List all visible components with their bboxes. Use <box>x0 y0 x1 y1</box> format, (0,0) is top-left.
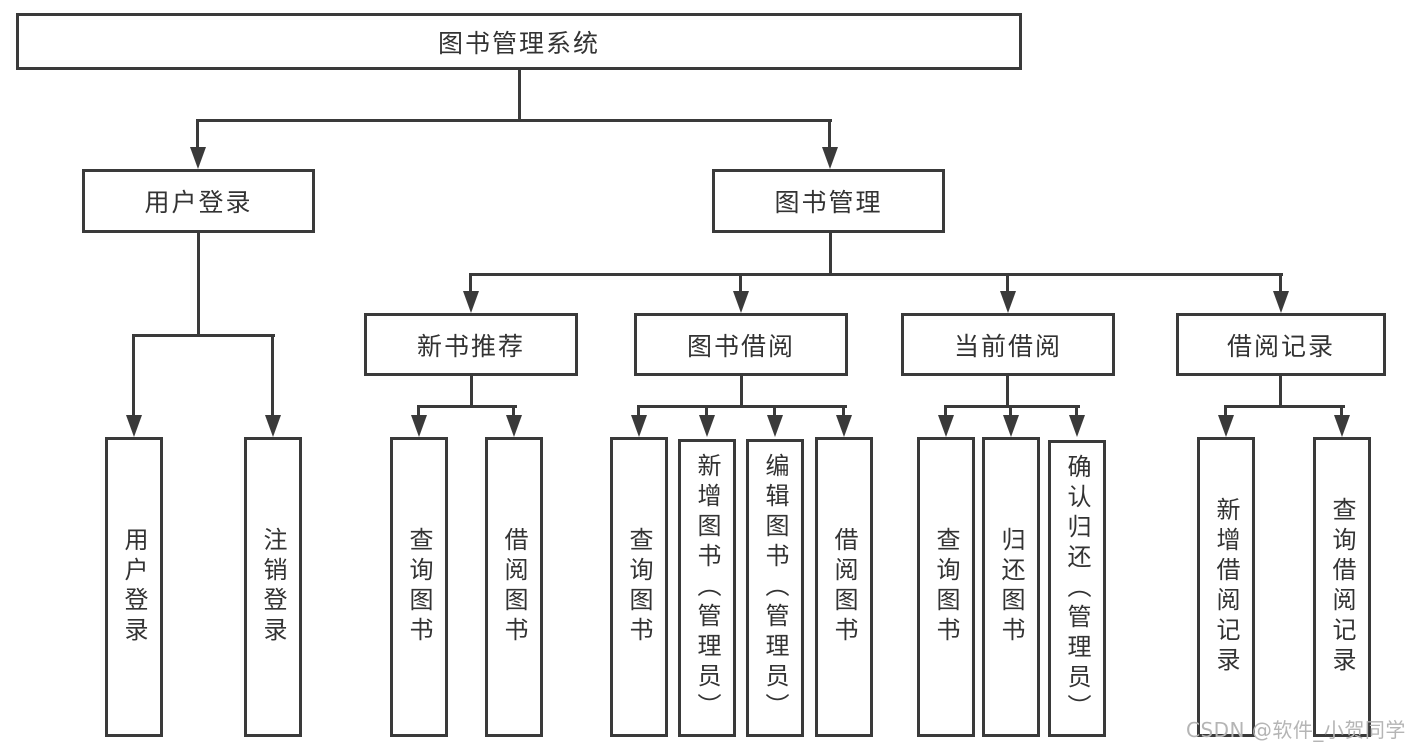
leaf-bb-edit-book-admin: 编辑图书（管理员） <box>746 439 804 737</box>
leaf-bb-borrow-book: 借阅图书 <box>815 437 873 737</box>
node-current-borrowing-label: 当前借阅 <box>953 331 1062 361</box>
arrow-to-nbr-query-book <box>411 405 427 437</box>
connector-bb-drop <box>740 376 743 407</box>
node-user-login-label: 用户登录 <box>144 188 253 217</box>
arrow-to-leaf-user-login <box>126 334 142 437</box>
leaf-br-query-record: 查询借阅记录 <box>1313 437 1371 737</box>
node-new-book-recommendation: 新书推荐 <box>364 313 578 376</box>
leaf-nbr-borrow-book: 借阅图书 <box>485 437 543 737</box>
leaf-logout: 注销登录 <box>244 437 302 737</box>
leaf-bb-query-book-label: 查询图书 <box>625 527 653 647</box>
arrow-to-borrowing-records <box>1273 273 1289 313</box>
connector-user-login-bus <box>132 334 275 337</box>
arrow-to-nbr-borrow-book <box>506 405 522 437</box>
node-borrowing-records: 借阅记录 <box>1176 313 1386 376</box>
connector-br-drop <box>1279 376 1282 407</box>
leaf-cb-confirm-return-admin: 确认归还（管理员） <box>1048 440 1106 737</box>
connector-root-drop <box>518 70 521 119</box>
arrow-to-book-borrowing <box>733 273 749 313</box>
arrow-to-cb-confirm-return <box>1069 405 1085 437</box>
arrow-to-bb-edit-book <box>767 405 783 437</box>
leaf-br-query-record-label: 查询借阅记录 <box>1328 497 1356 677</box>
leaf-cb-query-book: 查询图书 <box>917 437 975 737</box>
node-library-system: 图书管理系统 <box>16 13 1022 70</box>
arrow-to-bb-borrow-book <box>836 405 852 437</box>
node-new-book-recommendation-label: 新书推荐 <box>416 331 525 361</box>
arrow-to-current-borrowing <box>1000 273 1016 313</box>
leaf-cb-return-book-label: 归还图书 <box>997 527 1025 647</box>
node-user-login: 用户登录 <box>82 169 315 233</box>
node-library-system-label: 图书管理系统 <box>437 28 600 58</box>
node-book-management-label: 图书管理 <box>774 188 883 217</box>
connector-user-login-drop <box>197 233 200 336</box>
arrow-to-user-login <box>190 119 206 169</box>
connector-bb-bus <box>637 405 847 408</box>
leaf-nbr-borrow-book-label: 借阅图书 <box>500 527 528 647</box>
leaf-user-login: 用户登录 <box>105 437 163 737</box>
leaf-bb-edit-book-admin-label: 编辑图书（管理员） <box>761 453 789 723</box>
leaf-nbr-query-book: 查询图书 <box>390 437 448 737</box>
leaf-bb-add-book-admin-label: 新增图书（管理员） <box>693 453 721 723</box>
node-book-borrowing-label: 图书借阅 <box>686 331 795 361</box>
arrow-to-br-query-record <box>1334 405 1350 437</box>
connector-nbr-drop <box>470 376 473 407</box>
leaf-br-add-record: 新增借阅记录 <box>1197 437 1255 737</box>
leaf-bb-query-book: 查询图书 <box>610 437 668 737</box>
arrow-to-bb-query-book <box>631 405 647 437</box>
leaf-cb-confirm-return-admin-label: 确认归还（管理员） <box>1063 453 1091 724</box>
connector-level2-bus <box>470 273 1283 276</box>
node-borrowing-records-label: 借阅记录 <box>1226 331 1335 361</box>
watermark-text: CSDN @软件_小贺同学 <box>1186 718 1405 742</box>
node-book-management: 图书管理 <box>712 169 945 233</box>
leaf-cb-return-book: 归还图书 <box>982 437 1040 737</box>
leaf-bb-add-book-admin: 新增图书（管理员） <box>678 439 736 737</box>
arrow-to-cb-query-book <box>938 405 954 437</box>
connector-nbr-bus <box>417 405 517 408</box>
arrow-to-book-management <box>822 119 838 169</box>
connector-book-management-drop <box>829 233 832 275</box>
connector-cb-drop <box>1006 376 1009 407</box>
connector-cb-bus <box>944 405 1080 408</box>
arrow-to-cb-return-book <box>1003 405 1019 437</box>
leaf-cb-query-book-label: 查询图书 <box>932 527 960 647</box>
arrow-to-bb-add-book <box>699 405 715 437</box>
arrow-to-new-book-recommendation <box>463 273 479 313</box>
leaf-user-login-label: 用户登录 <box>120 527 148 647</box>
leaf-nbr-query-book-label: 查询图书 <box>405 527 433 647</box>
arrow-to-br-add-record <box>1218 405 1234 437</box>
leaf-logout-label: 注销登录 <box>259 527 287 647</box>
connector-level1-bus <box>197 119 832 122</box>
arrow-to-leaf-logout <box>265 334 281 437</box>
leaf-br-add-record-label: 新增借阅记录 <box>1212 497 1240 677</box>
node-book-borrowing: 图书借阅 <box>634 313 848 376</box>
connector-br-bus <box>1224 405 1345 408</box>
node-current-borrowing: 当前借阅 <box>901 313 1115 376</box>
leaf-bb-borrow-book-label: 借阅图书 <box>830 527 858 647</box>
